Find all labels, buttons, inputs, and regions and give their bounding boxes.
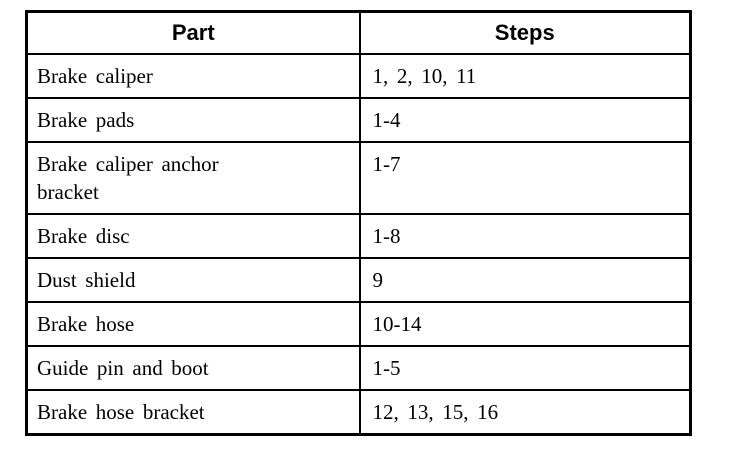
part-label: Brake caliper [37, 64, 153, 88]
part-column-header: Part [25, 10, 361, 55]
part-label: Brake hose bracket [37, 400, 205, 424]
table-row: Dust shield 9 [25, 257, 692, 303]
part-label: Dust shield [37, 268, 136, 292]
steps-cell: 10-14 [358, 301, 692, 347]
table-row: Brake pads 1-4 [25, 97, 692, 143]
steps-value: 1, 2, 10, 11 [372, 64, 477, 88]
steps-cell: 1, 2, 10, 11 [358, 53, 692, 99]
table-header-row: Part Steps [25, 10, 692, 55]
part-cell: Brake pads [25, 97, 361, 143]
table-row: Brake disc 1-8 [25, 213, 692, 259]
table-row: Guide pin and boot 1-5 [25, 345, 692, 391]
part-cell: Brake hose [25, 301, 361, 347]
steps-value: 9 [372, 268, 384, 292]
steps-value: 1-5 [372, 356, 401, 380]
steps-value: 12, 13, 15, 16 [372, 400, 499, 424]
steps-value: 1-8 [372, 224, 401, 248]
steps-column-header: Steps [358, 10, 692, 55]
table-row: Brake hose 10-14 [25, 301, 692, 347]
part-label: Brake hose [37, 312, 135, 336]
table-row: Brake hose bracket 12, 13, 15, 16 [25, 389, 692, 436]
part-label: Guide pin and boot [37, 356, 209, 380]
table-row: Brake caliper 1, 2, 10, 11 [25, 53, 692, 99]
steps-cell: 9 [358, 257, 692, 303]
steps-value: 1-4 [372, 108, 401, 132]
part-cell: Guide pin and boot [25, 345, 361, 391]
steps-cell: 1-8 [358, 213, 692, 259]
part-cell: Brake disc [25, 213, 361, 259]
part-steps-table: Part Steps Brake caliper 1, 2, 10, 11 Br… [25, 10, 692, 436]
steps-cell: 12, 13, 15, 16 [358, 389, 692, 436]
part-label: Brake pads [37, 108, 135, 132]
part-label: Brake caliper anchor bracket [37, 152, 219, 204]
steps-value: 10-14 [372, 312, 422, 336]
part-cell: Brake caliper [25, 53, 361, 99]
part-cell: Brake hose bracket [25, 389, 361, 436]
steps-cell: 1-4 [358, 97, 692, 143]
steps-value: 1-7 [372, 152, 401, 176]
steps-cell: 1-7 [358, 141, 692, 215]
steps-cell: 1-5 [358, 345, 692, 391]
part-label: Brake disc [37, 224, 130, 248]
part-cell: Brake caliper anchor bracket [25, 141, 361, 215]
table-row: Brake caliper anchor bracket 1-7 [25, 141, 692, 215]
part-cell: Dust shield [25, 257, 361, 303]
